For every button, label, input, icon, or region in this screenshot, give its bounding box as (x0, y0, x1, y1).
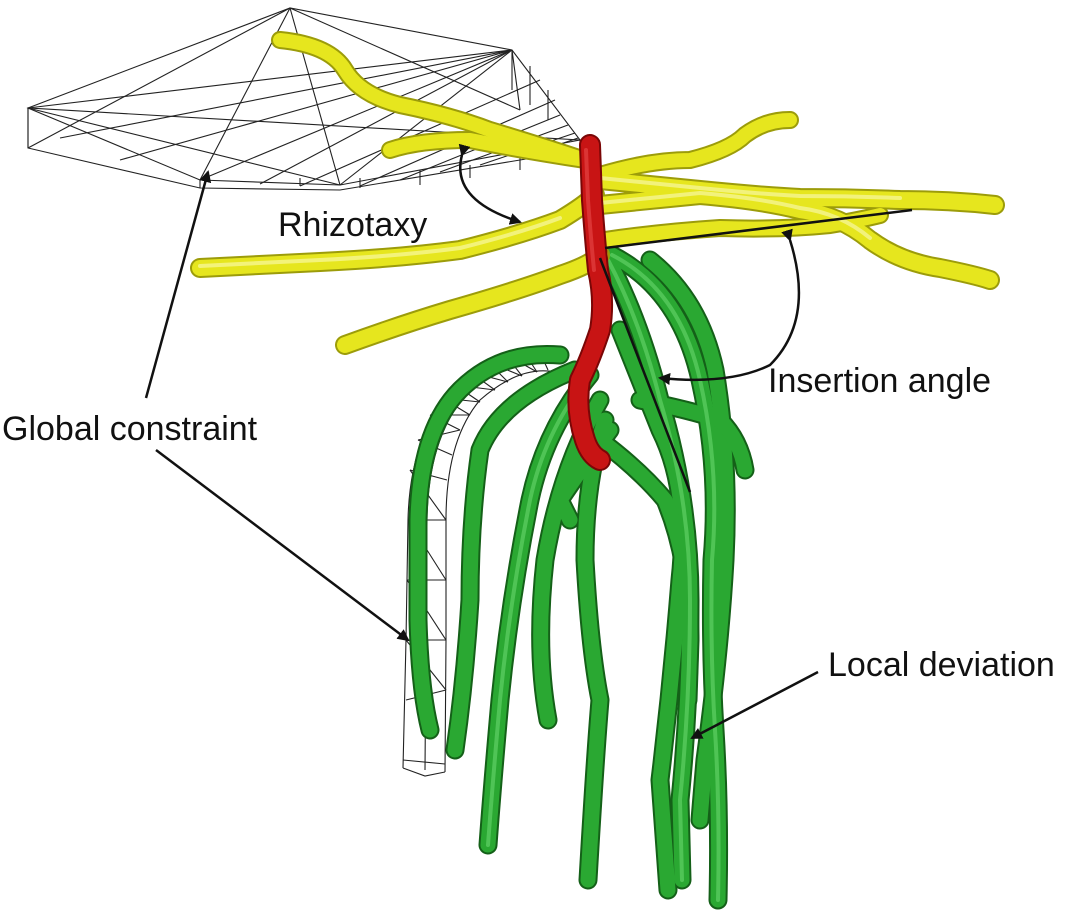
global-constraint-arrow-down (155, 449, 410, 642)
insertion-angle-label: Insertion angle (768, 362, 992, 400)
local-deviation-label: Local deviation (828, 646, 1055, 684)
annotation-arrows (144, 143, 913, 740)
rhizotaxy-label: Rhizotaxy (278, 206, 428, 244)
global-constraint-label: Global constraint (2, 410, 258, 448)
local-deviation-arrow (690, 670, 819, 740)
first-order-roots (190, 31, 1005, 355)
taproot (567, 134, 614, 471)
insertion-angle-arc-arrow (658, 228, 801, 385)
rhizotaxy-arrow (458, 143, 522, 225)
insertion-angle-root-axis-line (598, 257, 692, 493)
global-constraint-arrow-up (144, 170, 212, 399)
second-order-roots (408, 245, 755, 910)
